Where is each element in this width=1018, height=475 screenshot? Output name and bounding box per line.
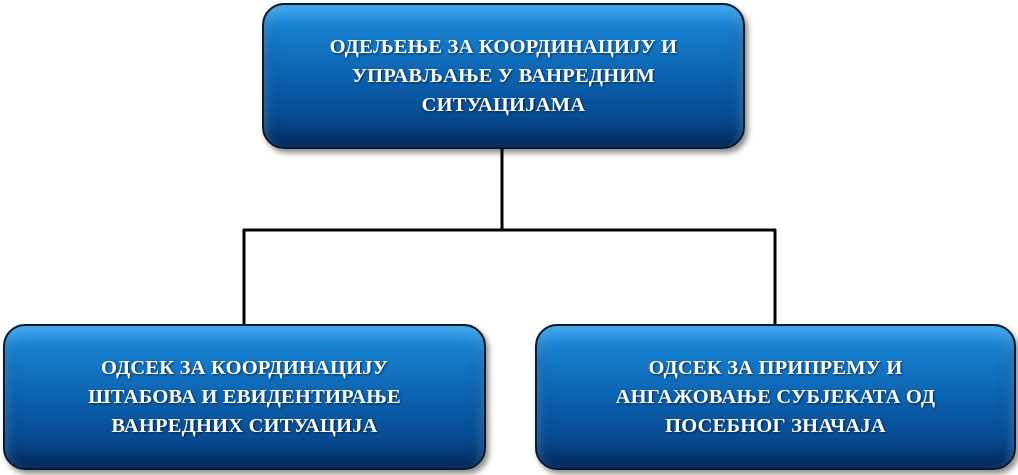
child-section-label-right: ОДСЕК ЗА ПРИПРЕМУ И АНГАЖОВАЊЕ СУБЈЕКАТА… (615, 356, 936, 437)
root-department-label: ОДЕЉЕЊЕ ЗА КООРДИНАЦИЈУ И УПРАВЉАЊЕ У ВА… (329, 35, 678, 116)
root-department-box: ОДЕЉЕЊЕ ЗА КООРДИНАЦИЈУ И УПРАВЉАЊЕ У ВА… (262, 3, 745, 149)
child-section-label-left: ОДСЕК ЗА КООРДИНАЦИЈУ ШТАБОВА И ЕВИДЕНТИ… (88, 356, 401, 437)
child-section-box-right: ОДСЕК ЗА ПРИПРЕМУ И АНГАЖОВАЊЕ СУБЈЕКАТА… (535, 324, 1016, 470)
child-section-box-left: ОДСЕК ЗА КООРДИНАЦИЈУ ШТАБОВА И ЕВИДЕНТИ… (3, 324, 486, 470)
